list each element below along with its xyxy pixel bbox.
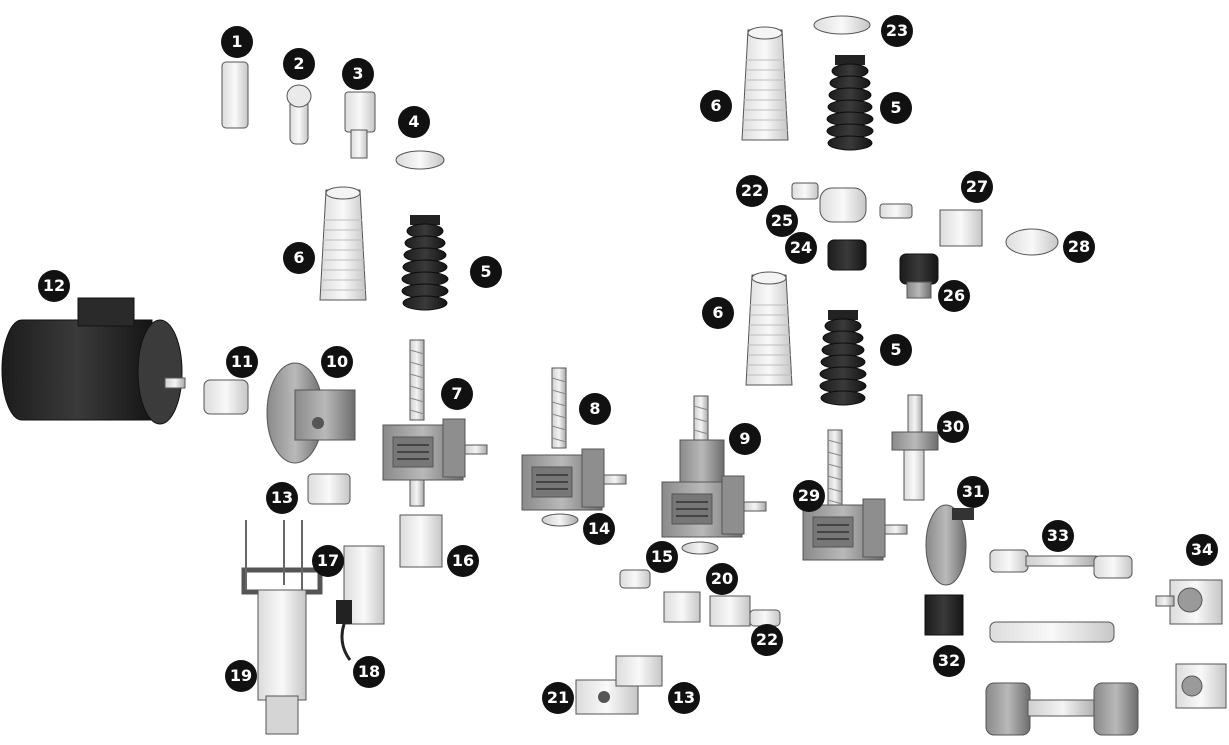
callout-15: 15 bbox=[646, 541, 678, 573]
callout-18: 18 bbox=[353, 656, 385, 688]
callout-29: 29 bbox=[793, 480, 825, 512]
callout-4: 4 bbox=[398, 106, 430, 138]
part-bush-26 bbox=[900, 254, 938, 284]
part-mounting-frame bbox=[244, 520, 320, 734]
part-lifting-screw bbox=[410, 340, 424, 420]
callout-19: 19 bbox=[225, 660, 257, 692]
part-motor-adapter bbox=[925, 595, 963, 635]
part-washer bbox=[396, 151, 444, 169]
part-protective-tube-upper bbox=[742, 27, 788, 140]
part-ball-screw bbox=[892, 395, 938, 500]
callout-3: 3 bbox=[342, 58, 374, 90]
callout-22a: 22 bbox=[736, 175, 768, 207]
part-lifting-screw-29 bbox=[828, 430, 842, 510]
callout-5b: 5 bbox=[470, 256, 502, 288]
callout-34: 34 bbox=[1186, 534, 1218, 566]
part-ring bbox=[820, 188, 866, 222]
part-clevis-end bbox=[222, 62, 248, 128]
callout-27: 27 bbox=[961, 171, 993, 203]
callout-24: 24 bbox=[785, 232, 817, 264]
part-protective-tube bbox=[320, 187, 366, 300]
part-screw-jack-9 bbox=[662, 476, 766, 537]
part-fork-head bbox=[345, 92, 375, 132]
callout-10: 10 bbox=[321, 346, 353, 378]
callout-14: 14 bbox=[583, 513, 615, 545]
callout-16: 16 bbox=[447, 545, 479, 577]
callout-8: 8 bbox=[579, 393, 611, 425]
part-motor-flange bbox=[267, 363, 355, 463]
part-nut bbox=[940, 210, 982, 246]
part-pin bbox=[620, 570, 650, 588]
part-coupling bbox=[204, 380, 248, 414]
callout-22b: 22 bbox=[751, 624, 783, 656]
part-bellows-lower bbox=[820, 310, 866, 405]
part-bevel-gearboxes bbox=[1156, 580, 1226, 708]
part-motor bbox=[2, 298, 185, 424]
part-washer-23 bbox=[814, 16, 870, 34]
part-screw-jack-8 bbox=[522, 449, 626, 510]
part-spring-washer bbox=[1006, 229, 1058, 255]
part-bellows-upper bbox=[827, 55, 873, 150]
part-bellows bbox=[402, 215, 448, 310]
callout-33: 33 bbox=[1042, 520, 1074, 552]
part-bushing bbox=[308, 474, 350, 504]
part-bush-24 bbox=[828, 240, 866, 270]
callout-5a: 5 bbox=[880, 92, 912, 124]
callout-6b: 6 bbox=[283, 242, 315, 274]
part-bracket bbox=[664, 592, 700, 622]
callout-13a: 13 bbox=[266, 482, 298, 514]
part-protection-box bbox=[400, 515, 442, 567]
callout-23: 23 bbox=[881, 15, 913, 47]
callout-28: 28 bbox=[1063, 231, 1095, 263]
callout-12: 12 bbox=[38, 270, 70, 302]
callout-25: 25 bbox=[766, 205, 798, 237]
callout-17: 17 bbox=[312, 545, 344, 577]
callout-5c: 5 bbox=[880, 334, 912, 366]
callout-7: 7 bbox=[441, 378, 473, 410]
callout-26: 26 bbox=[938, 280, 970, 312]
part-lifting-screw-8 bbox=[552, 368, 566, 448]
callout-13b: 13 bbox=[668, 682, 700, 714]
callout-20: 20 bbox=[706, 563, 738, 595]
callout-6c: 6 bbox=[702, 297, 734, 329]
callout-2: 2 bbox=[283, 48, 315, 80]
callout-1: 1 bbox=[221, 26, 253, 58]
part-drive-shafts bbox=[986, 550, 1138, 735]
callout-11: 11 bbox=[226, 346, 258, 378]
callout-32: 32 bbox=[933, 645, 965, 677]
part-protective-tube-lower bbox=[746, 272, 792, 385]
callout-6a: 6 bbox=[700, 90, 732, 122]
callout-31: 31 bbox=[957, 476, 989, 508]
callout-30: 30 bbox=[937, 411, 969, 443]
part-screw-jack-7 bbox=[383, 419, 487, 480]
callout-9: 9 bbox=[729, 423, 761, 455]
callout-21: 21 bbox=[542, 682, 574, 714]
